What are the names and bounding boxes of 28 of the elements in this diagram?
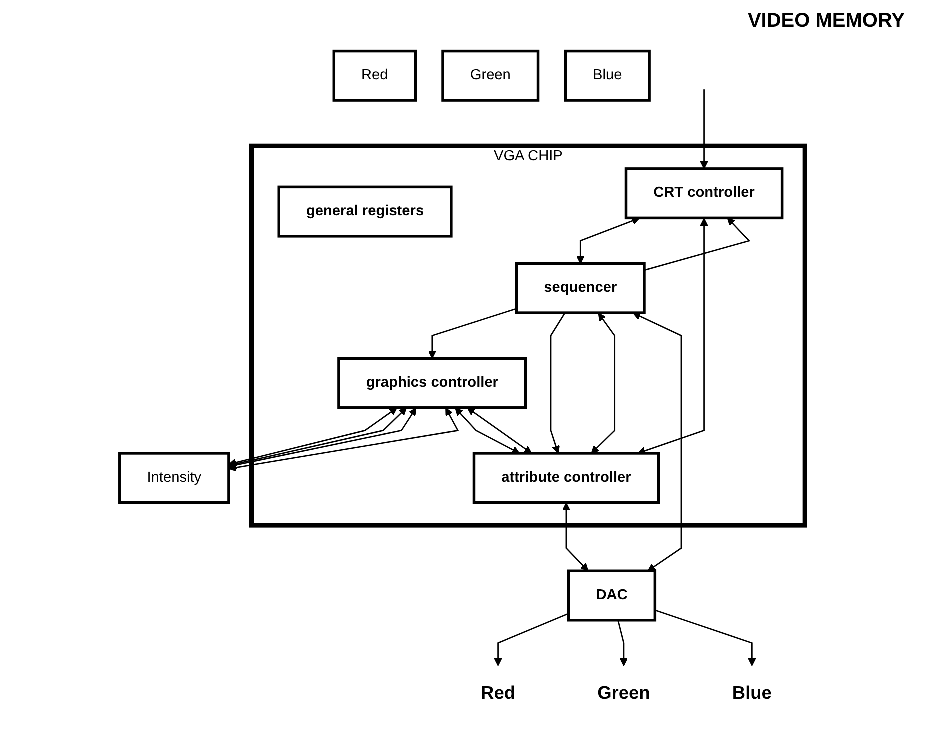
- node-box: DAC: [567, 570, 657, 622]
- arrow: [467, 408, 532, 454]
- arrow: [700, 90, 708, 170]
- arrow: [618, 620, 628, 666]
- node-box: Red: [332, 50, 417, 102]
- node-text: Green: [598, 683, 650, 704]
- arrow: [632, 312, 682, 572]
- arrow: [494, 613, 570, 666]
- node-box: Intensity: [118, 452, 230, 504]
- arrow: [591, 312, 616, 454]
- arrow: [550, 312, 566, 454]
- node-box: sequencer: [515, 262, 646, 314]
- node-text: Red: [481, 683, 516, 704]
- node-box: graphics controller: [338, 357, 528, 410]
- node-box: CRT controller: [624, 168, 784, 220]
- node-box: Blue: [564, 50, 651, 102]
- arrow: [428, 308, 517, 359]
- arrow: [654, 610, 756, 666]
- node-text: Blue: [732, 683, 772, 704]
- arrow: [562, 502, 589, 572]
- arrow: [455, 408, 520, 454]
- node-box: general registers: [278, 186, 453, 238]
- arrow: [576, 217, 640, 264]
- node-box: attribute controller: [472, 452, 660, 504]
- arrow: [228, 408, 460, 472]
- node-box: Green: [442, 50, 540, 102]
- section-heading: VIDEO MEMORY: [748, 10, 905, 33]
- arrow: [644, 218, 751, 272]
